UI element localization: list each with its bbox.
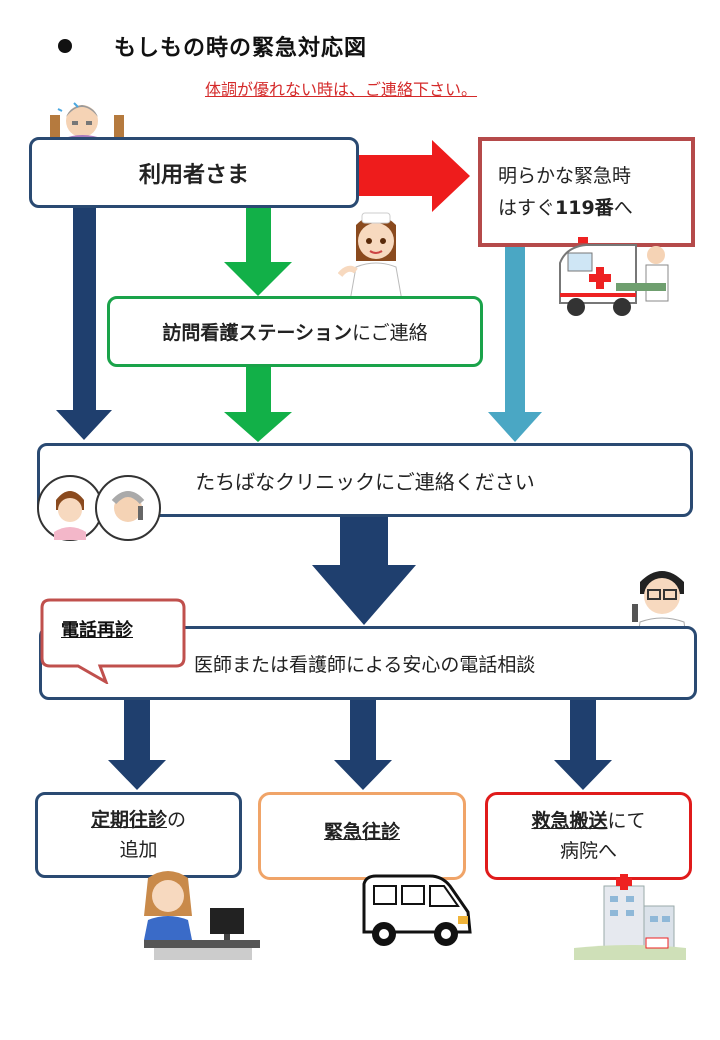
page-title: もしもの時の緊急対応図	[58, 30, 367, 62]
user-box: 利用者さま	[29, 137, 359, 208]
van-icon	[362, 874, 472, 946]
arrow-nursing-to-clinic	[224, 367, 292, 442]
arrow-to-outcome-2	[334, 700, 392, 790]
arrow-to-119	[358, 140, 470, 212]
bullet-icon	[58, 39, 72, 53]
phone-reconsult-label: 電話再診	[61, 620, 133, 641]
arrow-to-outcome-3	[554, 700, 612, 790]
hospital-icon	[574, 874, 686, 960]
subtitle: 体調が優れない時は、ご連絡下さい。	[205, 80, 478, 99]
arrow-to-outcome-1	[108, 700, 166, 790]
arrow-user-to-clinic	[56, 207, 112, 440]
ambulance-icon	[559, 237, 669, 316]
phone-call-icon	[37, 475, 161, 541]
nurse-icon	[338, 212, 403, 301]
staff-at-computer-icon	[144, 871, 260, 960]
outcome-ambulance-box: 救急搬送にて 病院へ	[485, 792, 692, 880]
outcome-emergency-visit-box: 緊急往診	[258, 792, 466, 880]
emergency-box: 明らかな緊急時 はすぐ119番へ	[478, 137, 695, 247]
arrow-119-to-clinic	[488, 246, 542, 442]
outcome-regular-visit-box: 定期往診の 追加	[35, 792, 242, 878]
arrow-user-to-nursing	[224, 207, 292, 296]
speech-bubble-shape	[40, 598, 186, 684]
arrow-clinic-to-consult	[312, 517, 416, 625]
nursing-station-box: 訪問看護ステーションにご連絡	[107, 296, 483, 367]
clinic-box: たちばなクリニックにご連絡ください	[37, 443, 693, 517]
